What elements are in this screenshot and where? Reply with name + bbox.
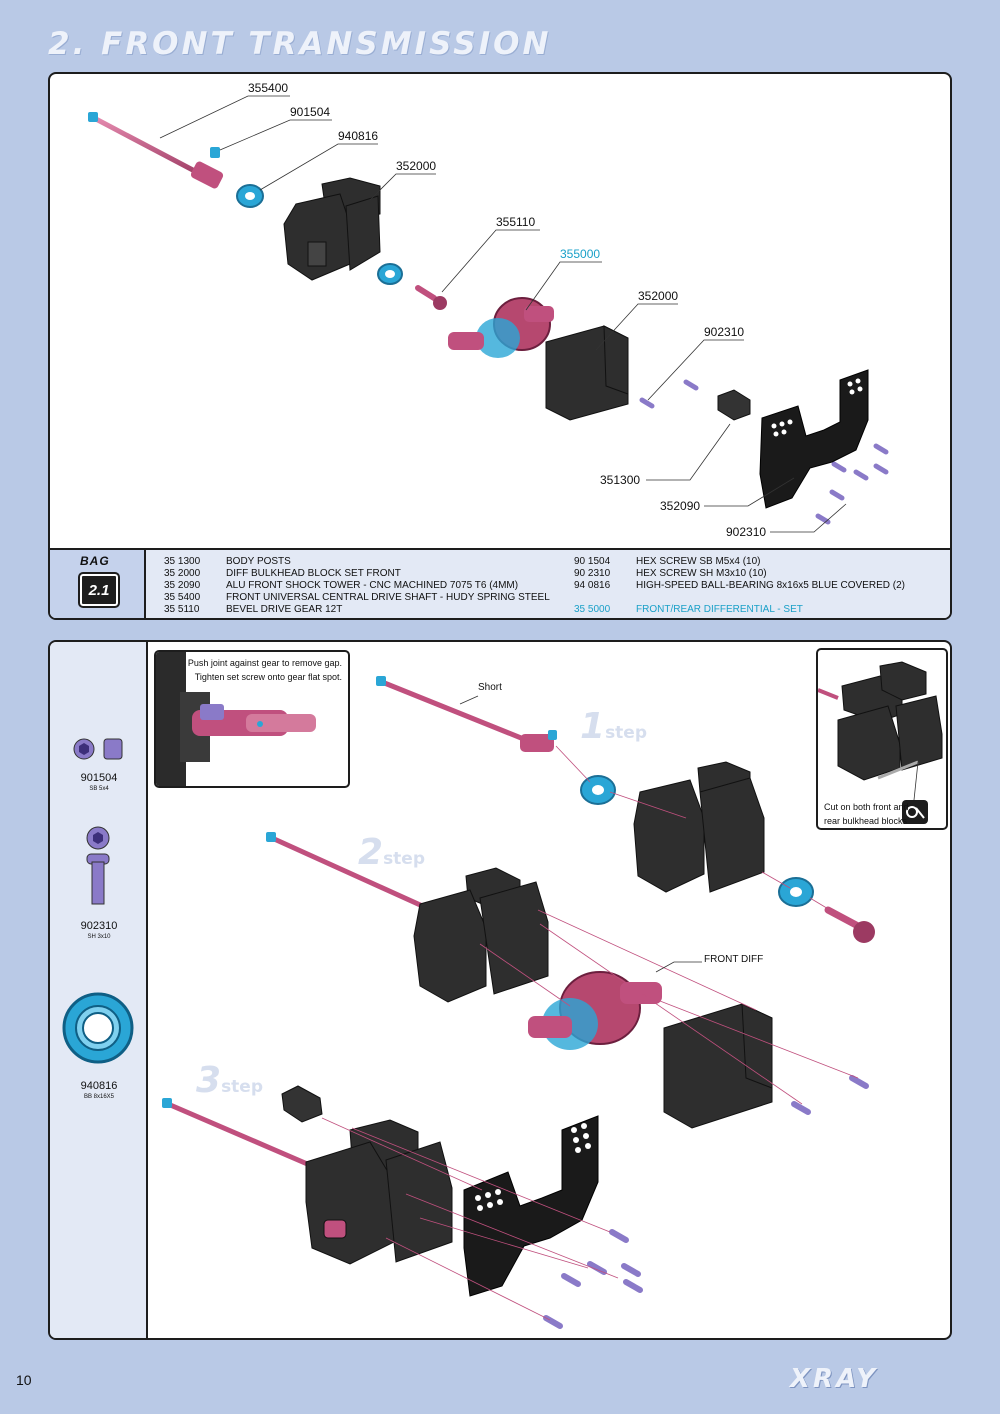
drive-shaft-part bbox=[376, 676, 557, 752]
cut-icon bbox=[902, 800, 928, 824]
bag-indicator: BAG 2.1 bbox=[50, 550, 146, 618]
hardware-code: 901504 bbox=[80, 772, 118, 784]
set-screw-note: Push joint against gear to remove gap. T… bbox=[187, 658, 342, 682]
shock-tower-part bbox=[759, 369, 869, 509]
callout-leaders bbox=[159, 95, 847, 533]
callout-901504: 901504 bbox=[290, 105, 330, 119]
bulkhead-cut-detail-inset: Cut on both front and rear bulkhead bloc… bbox=[816, 648, 948, 830]
callout-355400: 355400 bbox=[248, 81, 288, 95]
bevel-gear-part bbox=[824, 906, 875, 943]
step-1-label: 1step bbox=[580, 706, 648, 747]
body-post-part bbox=[281, 1085, 323, 1123]
shock-tower-part bbox=[463, 1115, 599, 1297]
bulkhead-block-part bbox=[663, 1003, 773, 1129]
cut-note: Cut on both front and rear bulkhead bloc… bbox=[824, 802, 909, 826]
screw-part bbox=[791, 1075, 869, 1115]
set-screw-detail-image bbox=[156, 652, 316, 786]
body-post-part bbox=[717, 389, 751, 421]
drive-shaft-part bbox=[162, 1098, 315, 1169]
assembled-block-part bbox=[305, 1119, 453, 1265]
assembly-diagram bbox=[162, 676, 875, 1329]
set-screw-part bbox=[210, 147, 220, 158]
bearing-part bbox=[377, 263, 403, 285]
callout-355000: 355000 bbox=[560, 247, 600, 261]
set-screw-icon bbox=[73, 738, 123, 760]
drive-shaft-part bbox=[88, 112, 224, 189]
hardware-sidebar: 901504 SB 5x4 902310 SH 3x10 940816 BB 8… bbox=[50, 642, 148, 1338]
bearing-part bbox=[778, 877, 814, 907]
bulkhead-block-part bbox=[283, 177, 381, 281]
hardware-icons bbox=[62, 738, 134, 1064]
callout-352000: 352000 bbox=[396, 159, 436, 173]
screw-part bbox=[543, 1229, 643, 1329]
bag-label: BAG bbox=[80, 554, 110, 568]
callout-355110: 355110 bbox=[496, 215, 535, 229]
bag-number: 2.1 bbox=[78, 572, 120, 608]
bulkhead-cut-detail-image bbox=[818, 661, 943, 824]
short-label: Short bbox=[478, 682, 502, 693]
bulkhead-block-part bbox=[633, 761, 765, 893]
hardware-sub: SH 3x10 bbox=[87, 934, 111, 940]
assembly-guide-lines bbox=[321, 745, 859, 1321]
differential-part bbox=[528, 971, 662, 1050]
socket-screw-icon bbox=[86, 826, 110, 905]
exploded-view-panel: 355400 901504 940816 352000 355110 35500… bbox=[48, 72, 952, 620]
set-screw-detail-inset: Push joint against gear to remove gap. T… bbox=[154, 650, 350, 788]
hardware-sub: BB 8x16X5 bbox=[83, 1094, 115, 1100]
hardware-code: 902310 bbox=[80, 920, 118, 932]
bulkhead-block-part bbox=[413, 867, 549, 1003]
callout-351300: 351300 bbox=[600, 473, 640, 487]
label-leaders bbox=[459, 695, 702, 973]
hardware-code: 940816 bbox=[80, 1080, 118, 1092]
hardware-sub: SB 5x4 bbox=[89, 786, 109, 792]
bearing-part bbox=[580, 775, 616, 805]
page-number: 10 bbox=[16, 1372, 32, 1388]
callout-902310: 902310 bbox=[704, 325, 744, 339]
step-2-label: 2step bbox=[358, 832, 426, 873]
bulkhead-block-part bbox=[545, 325, 629, 421]
bearing-part bbox=[236, 184, 264, 208]
page-title: 2. FRONT TRANSMISSION bbox=[48, 26, 552, 62]
callout-352090: 352090 bbox=[660, 499, 700, 513]
front-diff-label: FRONT DIFF bbox=[704, 954, 764, 965]
assembly-steps-panel: 901504 SB 5x4 902310 SH 3x10 940816 BB 8… bbox=[48, 640, 952, 1340]
callout-902310: 902310 bbox=[726, 525, 766, 539]
bevel-gear-part bbox=[415, 285, 447, 310]
bearing-icon bbox=[62, 992, 134, 1064]
brand-logo: XRAY bbox=[790, 1364, 879, 1394]
callout-940816: 940816 bbox=[338, 129, 378, 143]
callout-352000: 352000 bbox=[638, 289, 678, 303]
step-3-label: 3step bbox=[196, 1060, 264, 1101]
differential-part bbox=[448, 297, 554, 358]
exploded-view-diagram: 355400 901504 940816 352000 355110 35500… bbox=[88, 81, 889, 539]
